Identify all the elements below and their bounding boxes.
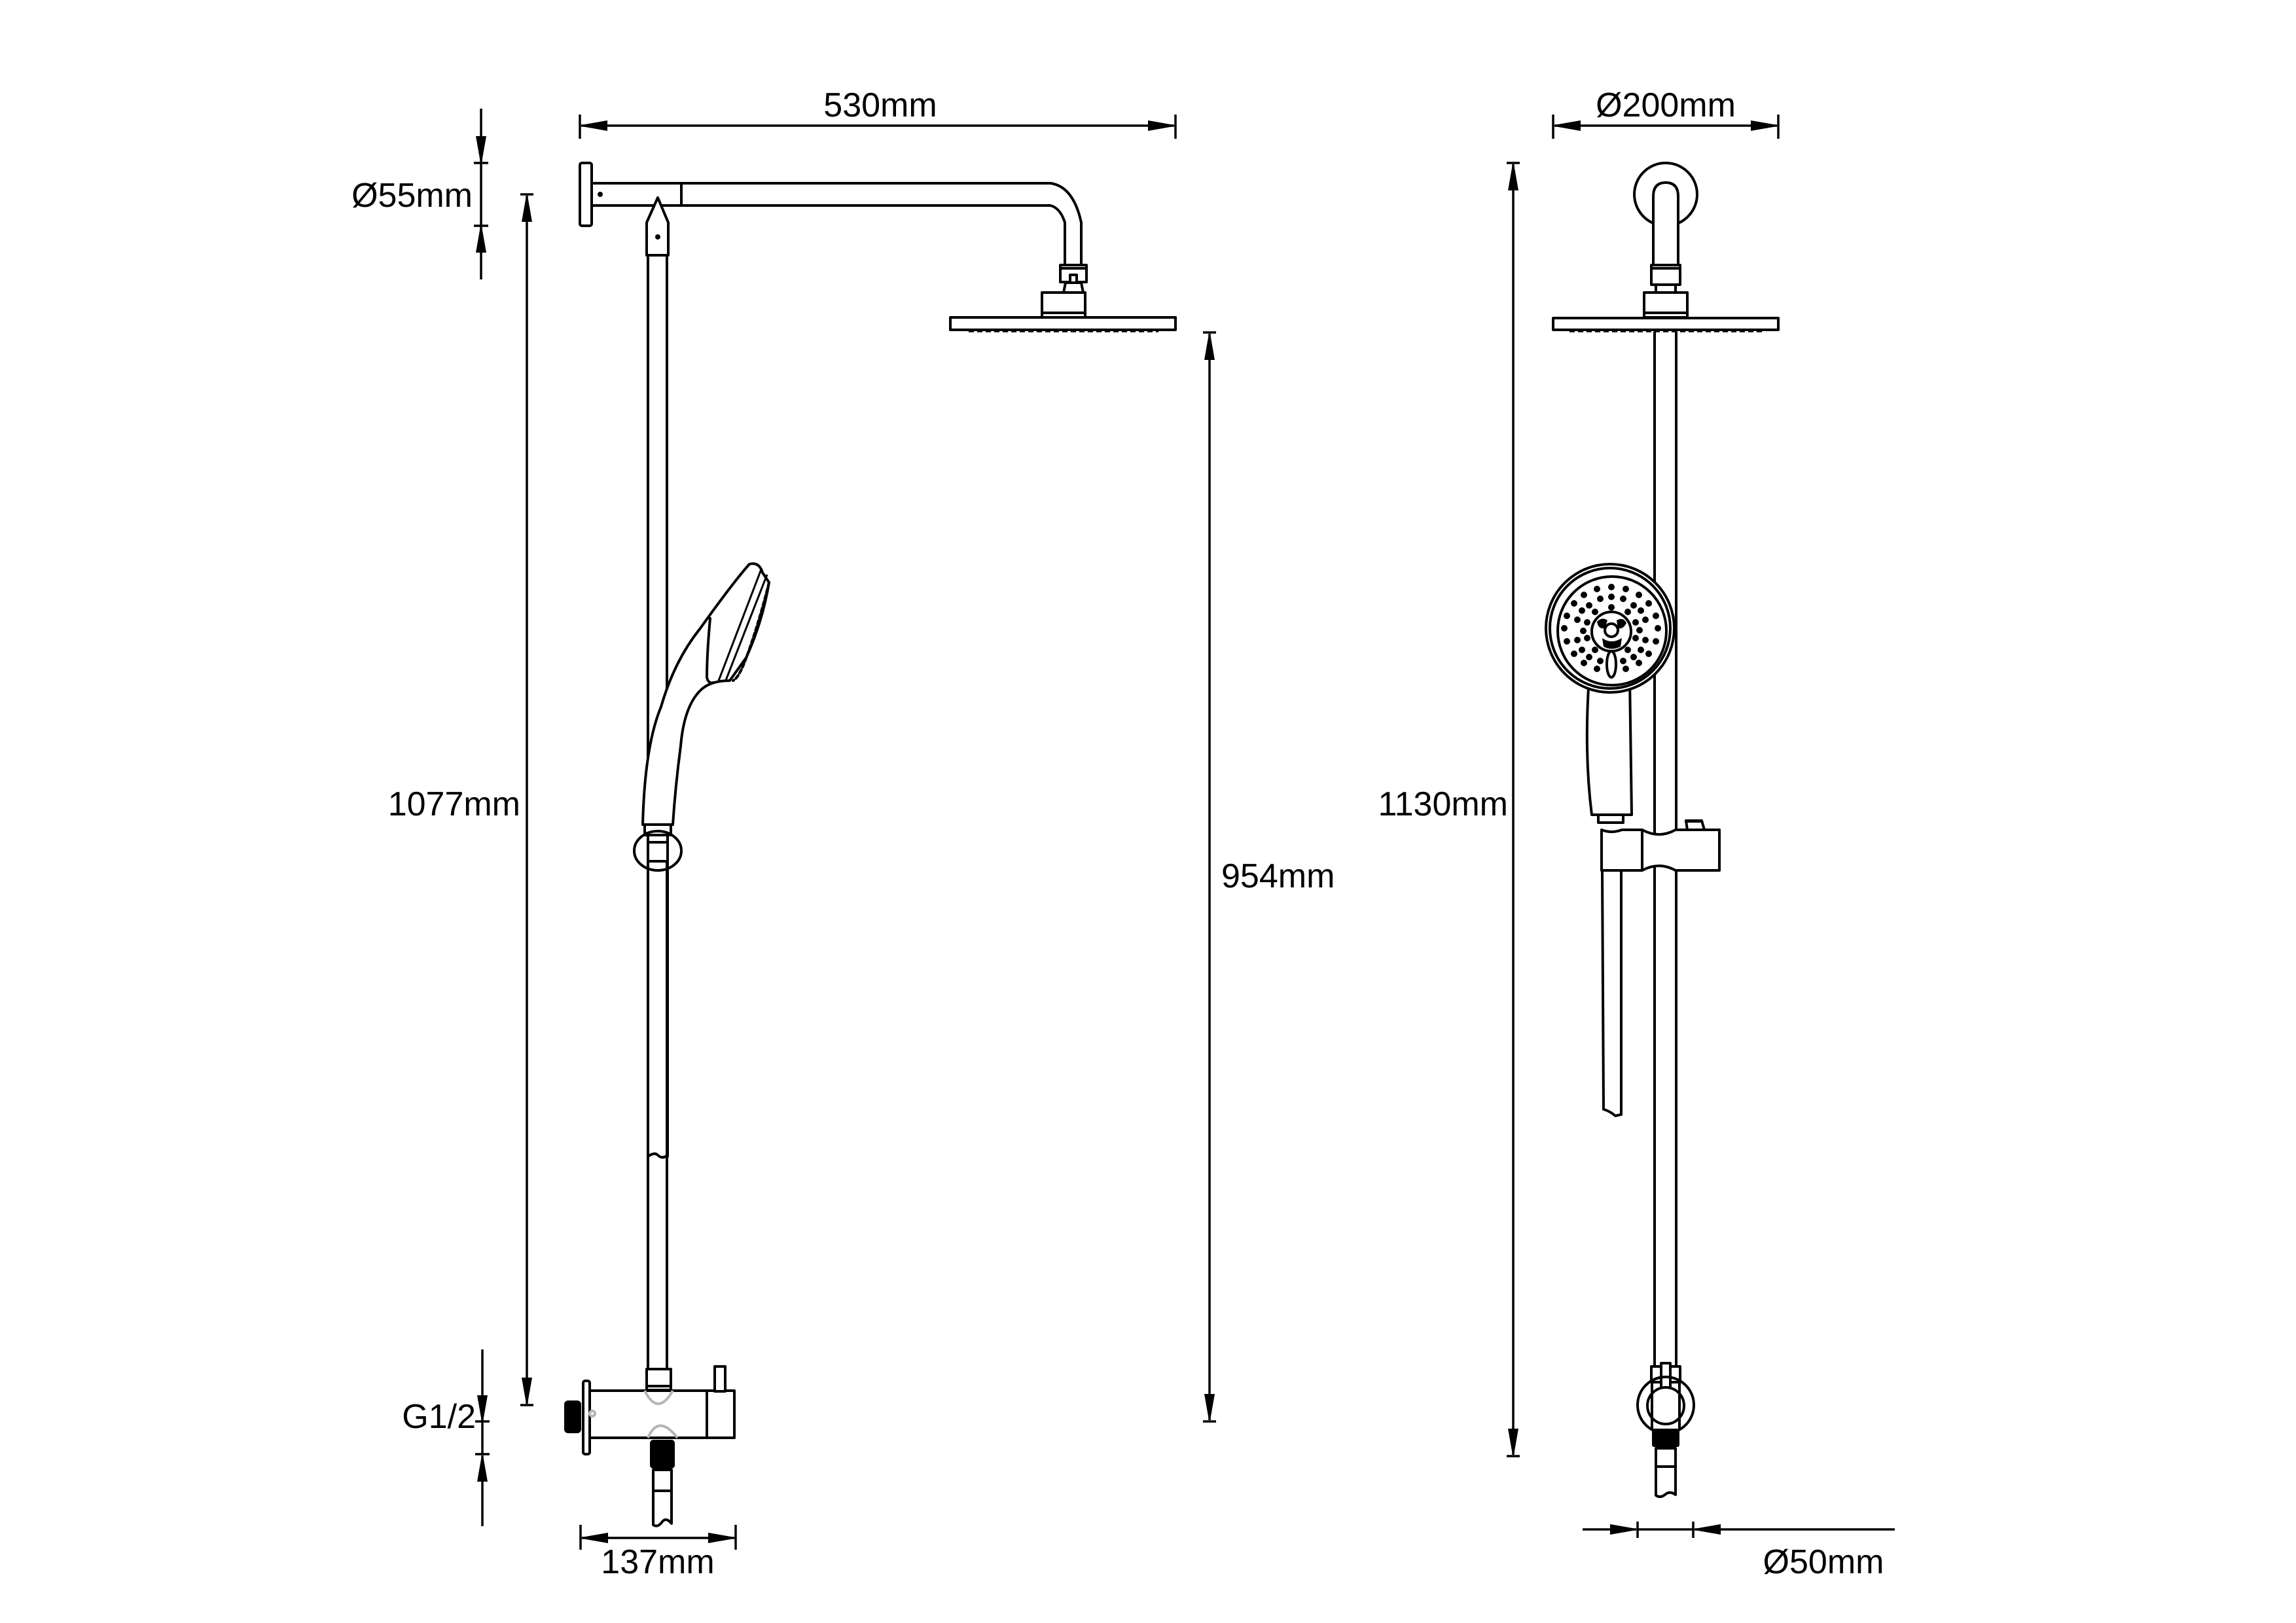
label-arm-length: 530mm [823, 86, 937, 124]
side-view [564, 162, 1177, 1527]
label-bracket-diameter: Ø50mm [1763, 1543, 1884, 1581]
label-head-clearance: 954mm [1221, 857, 1335, 895]
overhead-arm-front [1652, 181, 1679, 266]
overhead-arm [680, 182, 1083, 266]
rain-shower-head [949, 316, 1177, 331]
hose-front [1601, 869, 1605, 1111]
label-mixer-depth: 137mm [601, 1543, 714, 1581]
t-connector [590, 182, 683, 207]
label-total-height: 1130mm [1378, 785, 1508, 823]
mixer-body [586, 1389, 736, 1439]
holder-ring [633, 830, 683, 872]
wall-flange [579, 162, 593, 227]
label-inlet-thread: G1/2 [402, 1398, 476, 1436]
rain-shower-head-front [1552, 317, 1780, 331]
label-head-diameter: Ø200mm [1596, 86, 1736, 124]
label-flange-diameter: Ø55mm [351, 177, 473, 215]
front-view [1545, 162, 1780, 1499]
dimension-lines [474, 109, 1895, 1550]
inlet-thread [564, 1400, 581, 1433]
label-riser-height: 1077mm [388, 785, 520, 823]
dimension-labels: 530mm Ø55mm 1077mm 954mm G1/2 137mm Ø200… [351, 86, 1884, 1581]
slide-bracket [1600, 829, 1643, 872]
hand-shower-side [641, 562, 770, 826]
hand-shower-front [1545, 563, 1676, 824]
spray-nozzles [1561, 584, 1661, 672]
